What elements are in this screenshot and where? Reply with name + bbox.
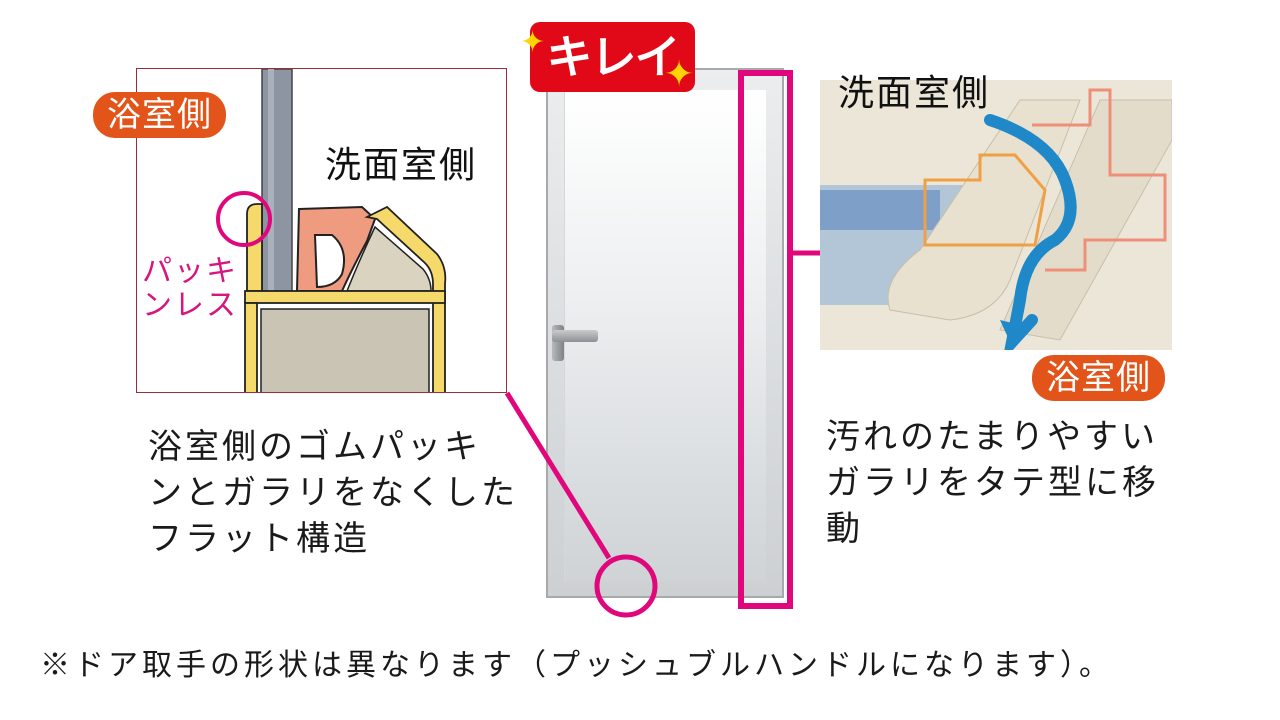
sparkle-icon-top-left: ✦ <box>520 25 546 60</box>
washroom-side-label-left: 洗面室側 <box>325 145 478 186</box>
vertical-vent-airflow-illustration <box>820 80 1172 350</box>
packless-label: パッキ ンレス <box>142 255 238 323</box>
right-caption-line: 動 <box>826 509 863 549</box>
sparkle-icon-bottom-right: ✦ <box>664 54 695 95</box>
right-caption: 汚れのたまりやすい ガラリをタテ型に移 動 <box>826 414 1159 552</box>
bathroom-side-badge-left: 浴室側 <box>93 92 226 138</box>
packless-label-line2: ンレス <box>142 288 238 323</box>
left-caption-line: 浴室側のゴムパッキ <box>148 427 481 467</box>
packless-label-line1: パッキ <box>142 254 238 289</box>
callout-connector-left <box>504 391 612 560</box>
callout-rectangle-right <box>738 70 793 609</box>
left-caption-line: ンとガラリをなくした <box>148 473 518 513</box>
right-caption-line: ガラリをタテ型に移 <box>826 463 1159 503</box>
kirei-badge: キレイ <box>530 22 695 92</box>
left-cross-section-panel <box>136 68 507 393</box>
bathroom-side-badge-right: 浴室側 <box>1032 355 1165 401</box>
right-vent-illustration-panel <box>820 80 1172 350</box>
washroom-side-label-right: 洗面室側 <box>838 73 991 114</box>
door-handle-icon <box>552 330 598 342</box>
right-caption-line: 汚れのたまりやすい <box>826 417 1158 457</box>
flat-frame-cross-section-illustration <box>216 69 447 392</box>
left-caption: 浴室側のゴムパッキ ンとガラリをなくした フラット構造 <box>148 424 518 562</box>
footnote-handle-shape: ※ドア取手の形状は異なります（プッシュブルハンドルになります）。 <box>40 648 1113 683</box>
left-caption-line: フラット構造 <box>148 519 370 559</box>
callout-circle-bottom <box>594 554 658 618</box>
